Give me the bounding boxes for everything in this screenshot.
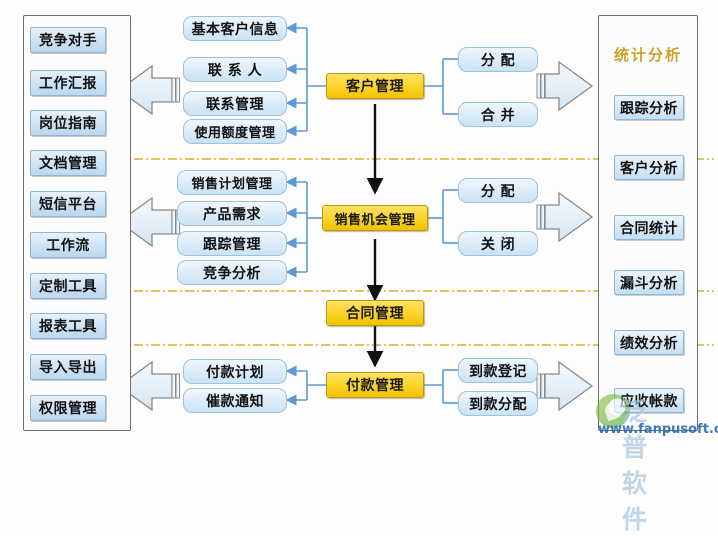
- customer-sub-0[interactable]: 基本客户信息: [183, 16, 287, 41]
- stat-item-2[interactable]: 合同统计: [614, 215, 684, 240]
- left-item-6[interactable]: 定制工具: [30, 273, 106, 299]
- node-label: 关 闭: [480, 236, 516, 253]
- left-item-label: 工作流: [46, 238, 90, 254]
- node-label: 到款分配: [469, 396, 527, 413]
- left-item-9[interactable]: 权限管理: [30, 395, 106, 421]
- left-item-label: 岗位指南: [39, 116, 97, 132]
- left-item-8[interactable]: 导入导出: [30, 354, 106, 380]
- node-label: 联 系 人: [207, 62, 263, 79]
- node-label: 付款管理: [346, 378, 404, 394]
- customer-sub-1[interactable]: 联 系 人: [183, 57, 287, 82]
- connector-layer: [117, 22, 714, 412]
- left-item-2[interactable]: 岗位指南: [30, 110, 106, 136]
- node-label: 催款通知: [206, 393, 264, 410]
- left-item-label: 报表工具: [39, 319, 97, 335]
- stat-item-label: 应收帐款: [620, 393, 678, 410]
- node-label: 竞争分析: [203, 265, 261, 282]
- opportunity-sub-3[interactable]: 竞争分析: [177, 260, 287, 285]
- customer-action-0[interactable]: 分 配: [458, 47, 538, 72]
- payment-sub-1[interactable]: 催款通知: [183, 388, 287, 413]
- left-block-arrow: [117, 64, 180, 412]
- stat-item-1[interactable]: 客户分析: [614, 155, 684, 180]
- stat-item-3[interactable]: 漏斗分析: [614, 270, 684, 295]
- stat-item-5[interactable]: 应收帐款: [614, 388, 684, 413]
- left-item-label: 竞争对手: [39, 33, 97, 49]
- customer-action-1[interactable]: 合 并: [458, 102, 538, 127]
- stat-item-4[interactable]: 绩效分析: [614, 330, 684, 355]
- left-item-4[interactable]: 短信平台: [30, 191, 106, 217]
- center-node-opportunity[interactable]: 销售机会管理: [322, 205, 428, 231]
- customer-sub-2[interactable]: 联系管理: [183, 91, 287, 116]
- node-label: 客户管理: [346, 79, 404, 95]
- left-item-label: 权限管理: [39, 401, 97, 417]
- center-node-contract[interactable]: 合同管理: [326, 300, 424, 326]
- stat-item-label: 合同统计: [620, 220, 678, 237]
- stat-item-0[interactable]: 跟踪分析: [614, 95, 684, 120]
- statistics-panel-title: 统计分析: [614, 46, 683, 64]
- stat-item-label: 客户分析: [620, 160, 678, 177]
- payment-action-0[interactable]: 到款登记: [458, 358, 538, 383]
- opportunity-sub-0[interactable]: 销售计划管理: [177, 170, 287, 195]
- opportunity-sub-1[interactable]: 产品需求: [177, 201, 287, 226]
- left-item-label: 短信平台: [39, 197, 97, 213]
- payment-sub-0[interactable]: 付款计划: [183, 359, 287, 384]
- left-item-5[interactable]: 工作流: [30, 232, 106, 258]
- stat-item-label: 漏斗分析: [620, 275, 678, 292]
- node-label: 分 配: [480, 52, 516, 69]
- node-label: 付款计划: [206, 364, 264, 381]
- left-item-label: 文档管理: [39, 156, 97, 172]
- stat-item-label: 绩效分析: [620, 335, 678, 352]
- diagram-canvas: 竞争对手 工作汇报 岗位指南 文档管理 短信平台 工作流 定制工具 报表工具 导…: [0, 0, 718, 441]
- stat-item-label: 跟踪分析: [620, 100, 678, 117]
- node-label: 合同管理: [346, 306, 404, 322]
- left-item-7[interactable]: 报表工具: [30, 313, 106, 339]
- center-node-customer[interactable]: 客户管理: [326, 73, 424, 99]
- node-label: 销售机会管理: [334, 212, 416, 228]
- payment-action-1[interactable]: 到款分配: [458, 391, 538, 416]
- left-item-3[interactable]: 文档管理: [30, 150, 106, 176]
- left-item-label: 定制工具: [39, 279, 97, 295]
- left-item-label: 导入导出: [39, 360, 97, 376]
- node-label: 使用额度管理: [194, 126, 276, 141]
- node-label: 产品需求: [203, 206, 261, 223]
- node-label: 到款登记: [469, 363, 527, 380]
- opportunity-action-0[interactable]: 分 配: [458, 178, 538, 203]
- node-label: 销售计划管理: [191, 177, 273, 192]
- left-item-label: 工作汇报: [39, 76, 97, 92]
- node-label: 分 配: [480, 183, 516, 200]
- opportunity-action-1[interactable]: 关 闭: [458, 231, 538, 256]
- opportunity-sub-2[interactable]: 跟踪管理: [177, 231, 287, 256]
- center-node-payment[interactable]: 付款管理: [326, 372, 424, 398]
- node-label: 跟踪管理: [203, 236, 261, 253]
- right-block-arrow: [536, 60, 594, 412]
- node-label: 合 并: [480, 107, 516, 124]
- left-item-1[interactable]: 工作汇报: [30, 70, 106, 96]
- customer-sub-3[interactable]: 使用额度管理: [183, 119, 287, 144]
- left-item-0[interactable]: 竞争对手: [30, 27, 106, 53]
- node-label: 联系管理: [206, 96, 264, 113]
- node-label: 基本客户信息: [191, 21, 279, 38]
